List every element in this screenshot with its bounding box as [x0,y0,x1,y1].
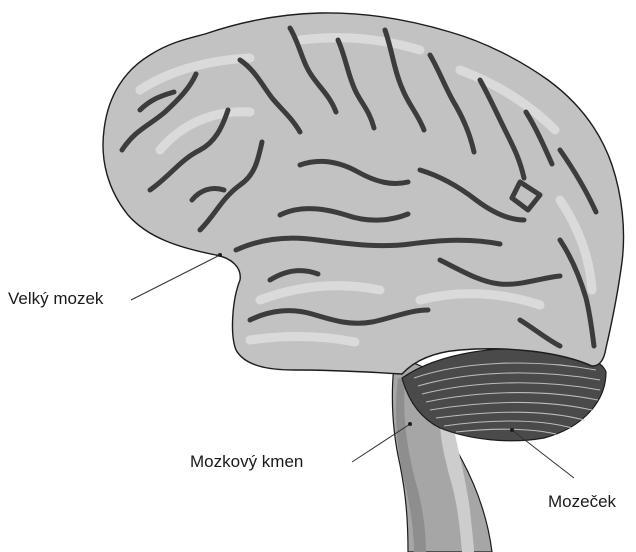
label-cerebellum: Mozeček [548,492,616,512]
leader-dot-cerebrum [218,253,222,257]
cerebrum [103,13,624,374]
leader-line-cerebrum [131,255,220,300]
leader-dot-cerebellum [510,428,514,432]
label-brainstem: Mozkový kmen [190,452,303,472]
label-cerebrum: Velký mozek [8,289,103,309]
leader-dot-brainstem [408,422,412,426]
